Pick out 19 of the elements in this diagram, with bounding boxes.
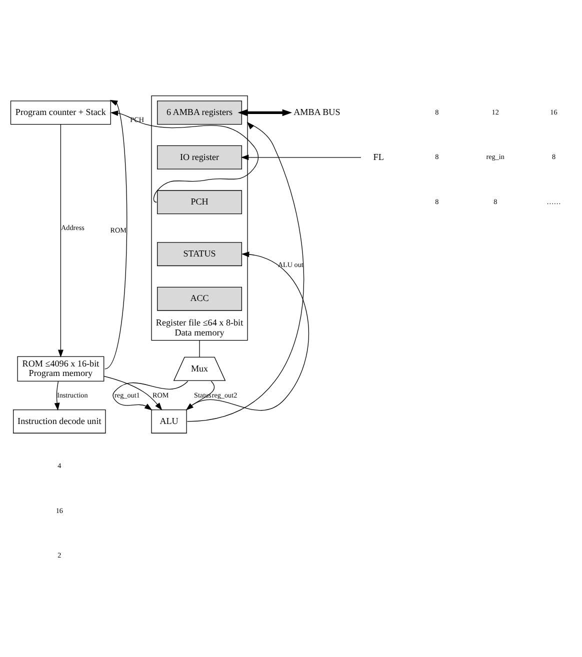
arrow — [54, 380, 60, 410]
connector — [199, 340, 200, 357]
node-text: AMBA BUS — [294, 106, 340, 117]
node-box: ROM ≤4096 x 16-bit Program memory — [17, 356, 104, 382]
node-box: Instruction decode unit — [13, 408, 106, 433]
node-box: PCH — [157, 190, 242, 214]
node-box: ACC — [157, 286, 242, 310]
node-text: FL — [373, 151, 384, 162]
arrow — [240, 154, 362, 160]
node-box: 6 AMBA registers — [157, 100, 242, 124]
arrow — [112, 380, 188, 410]
node-box: ALU — [151, 408, 187, 433]
arrow — [238, 108, 292, 116]
arrow — [58, 124, 64, 358]
arrow — [104, 99, 128, 369]
arrow — [104, 375, 162, 410]
node-box: STATUS — [157, 242, 242, 266]
node-box: IO register — [157, 144, 242, 169]
node-box: Program counter + Stack — [10, 100, 111, 124]
